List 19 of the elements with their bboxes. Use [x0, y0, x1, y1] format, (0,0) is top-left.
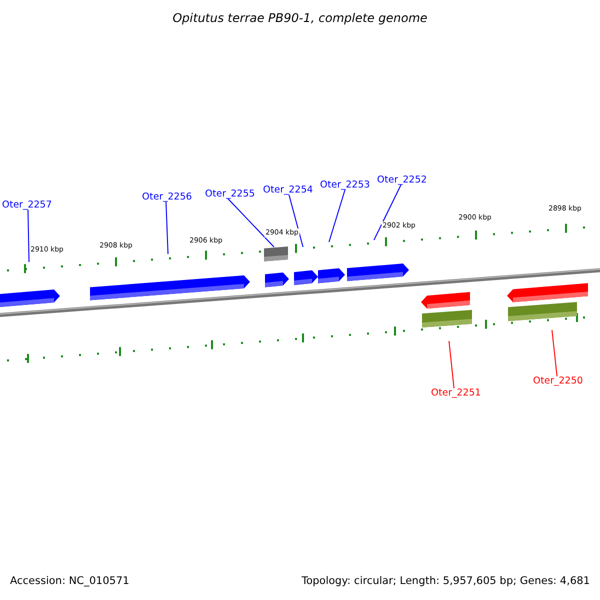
leader-line	[374, 184, 402, 240]
leader-line	[552, 330, 558, 377]
title: Opitutus terrae PB90-1, complete genome	[172, 12, 428, 24]
leader-line	[448, 340, 454, 389]
gene-label: Oter_2253	[320, 180, 370, 190]
gene-label: Oter_2252	[377, 175, 427, 185]
leader-line	[28, 209, 30, 262]
gene-label: Oter_2256	[142, 192, 192, 202]
genome-summary-text: Topology: circular; Length: 5,957,605 bp; Genes: 4,681	[302, 576, 590, 586]
leader-line	[228, 198, 274, 248]
gene-label: Oter_2255	[205, 189, 255, 199]
gene-label: Oter_2251	[431, 388, 481, 398]
gene-label: Oter_2250	[533, 376, 583, 386]
leader-line	[328, 189, 346, 242]
accession-text: Accession: NC_010571	[10, 576, 130, 586]
leader-line	[166, 201, 168, 254]
gene-label: Oter_2257	[2, 200, 52, 210]
leader-line	[288, 194, 304, 248]
gene-label: Oter_2254	[263, 185, 313, 195]
